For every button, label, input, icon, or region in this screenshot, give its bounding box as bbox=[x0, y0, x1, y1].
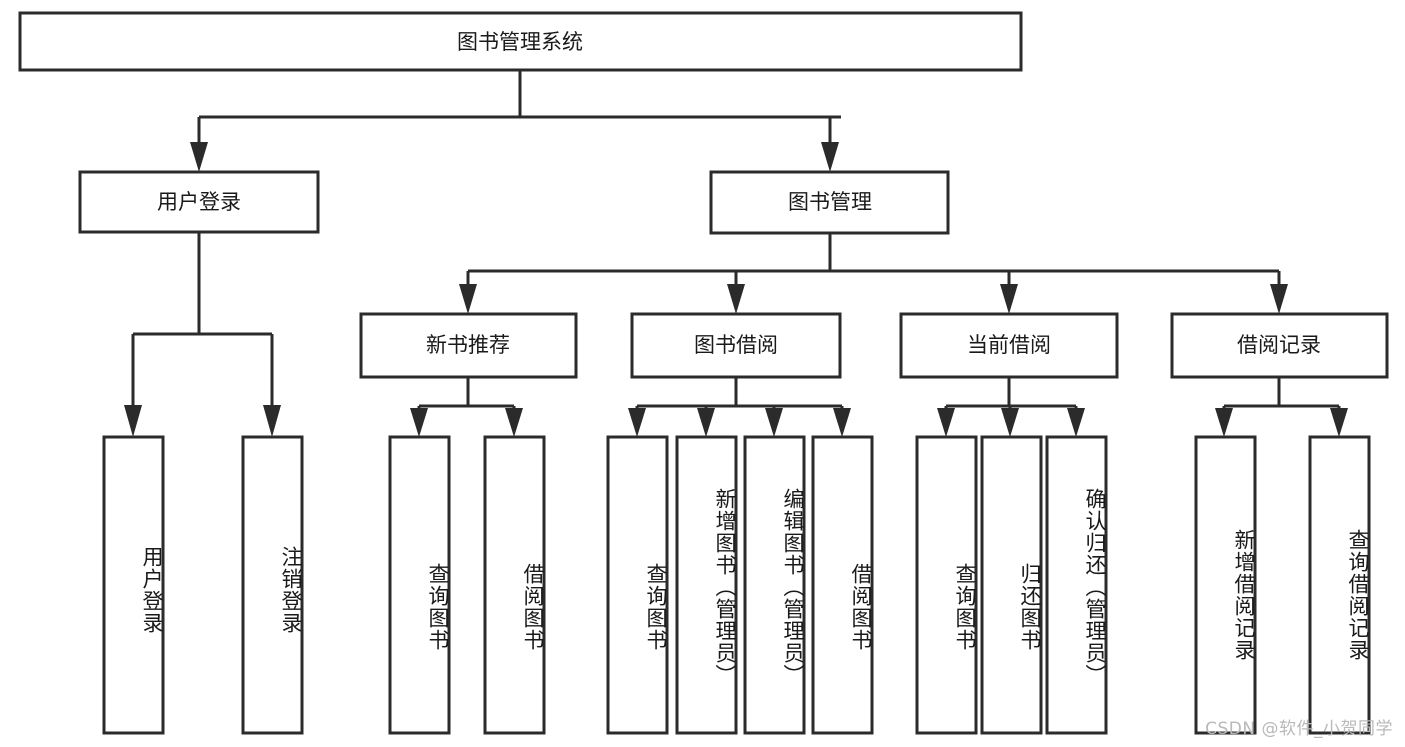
node-root[interactable]: 图书管理系统 bbox=[18, 11, 1023, 72]
leaf-confirm-return-label: 确认归还（管理员） bbox=[1083, 488, 1107, 686]
leaf-query-book-3-label: 查询图书 bbox=[953, 563, 977, 651]
node-new-book-recommend[interactable]: 新书推荐 bbox=[359, 312, 578, 379]
node-book-borrow-label: 图书借阅 bbox=[694, 333, 778, 357]
connector-userlogin-to-leaves bbox=[124, 232, 281, 437]
leaf-query-book-3[interactable]: 查询图书 bbox=[915, 435, 978, 735]
leaf-return-book[interactable]: 归还图书 bbox=[980, 435, 1043, 735]
leaf-user-login-label: 用户登录 bbox=[140, 546, 164, 634]
leaf-user-login[interactable]: 用户登录 bbox=[102, 435, 165, 735]
leaf-borrow-book-2[interactable]: 借阅图书 bbox=[811, 435, 874, 735]
node-user-login[interactable]: 用户登录 bbox=[78, 170, 320, 234]
node-new-book-recommend-label: 新书推荐 bbox=[426, 333, 510, 357]
connector-bookborrow-to-leaves bbox=[628, 377, 851, 437]
connector-root-to-level2 bbox=[190, 70, 841, 172]
node-book-manage[interactable]: 图书管理 bbox=[709, 170, 950, 235]
leaf-confirm-return[interactable]: 确认归还（管理员） bbox=[1045, 435, 1108, 735]
leaf-edit-book-label: 编辑图书（管理员） bbox=[781, 488, 805, 686]
leaf-query-book-2-label: 查询图书 bbox=[644, 563, 668, 651]
node-current-borrow-label: 当前借阅 bbox=[967, 333, 1051, 357]
leaf-edit-book[interactable]: 编辑图书（管理员） bbox=[743, 435, 806, 735]
leaf-borrow-book-1[interactable]: 借阅图书 bbox=[483, 435, 546, 735]
leaf-query-book-2[interactable]: 查询图书 bbox=[606, 435, 669, 735]
node-book-manage-label: 图书管理 bbox=[788, 190, 872, 214]
csdn-watermark: CSDN @软件_小贺同学 bbox=[1205, 719, 1393, 739]
node-borrow-record[interactable]: 借阅记录 bbox=[1170, 312, 1389, 379]
leaf-query-borrow-record-label: 查询借阅记录 bbox=[1346, 529, 1370, 661]
leaf-query-borrow-record[interactable]: 查询借阅记录 bbox=[1308, 435, 1371, 735]
leaf-return-book-label: 归还图书 bbox=[1018, 563, 1042, 651]
connector-newbook-to-leaves bbox=[410, 377, 523, 437]
leaf-logout-login-label: 注销登录 bbox=[279, 546, 303, 634]
leaf-add-book[interactable]: 新增图书（管理员） bbox=[675, 435, 738, 735]
leaf-query-book-1[interactable]: 查询图书 bbox=[388, 435, 451, 735]
leaf-borrow-book-1-label: 借阅图书 bbox=[521, 563, 545, 651]
leaf-borrow-book-2-label: 借阅图书 bbox=[849, 563, 873, 651]
leaf-add-borrow-record[interactable]: 新增借阅记录 bbox=[1194, 435, 1257, 735]
connector-bookmanage-to-level3 bbox=[459, 233, 1288, 314]
node-book-borrow[interactable]: 图书借阅 bbox=[630, 312, 842, 379]
leaf-query-book-1-label: 查询图书 bbox=[426, 563, 450, 651]
connector-currentborrow-to-leaves bbox=[937, 377, 1085, 437]
node-user-login-label: 用户登录 bbox=[157, 190, 241, 214]
connector-borrowrecord-to-leaves bbox=[1215, 377, 1348, 437]
node-current-borrow[interactable]: 当前借阅 bbox=[899, 312, 1119, 379]
leaf-logout-login[interactable]: 注销登录 bbox=[241, 435, 304, 735]
leaf-add-book-label: 新增图书（管理员） bbox=[713, 488, 737, 686]
leaf-add-borrow-record-label: 新增借阅记录 bbox=[1232, 529, 1256, 661]
node-borrow-record-label: 借阅记录 bbox=[1237, 333, 1321, 357]
node-root-label: 图书管理系统 bbox=[457, 30, 583, 54]
